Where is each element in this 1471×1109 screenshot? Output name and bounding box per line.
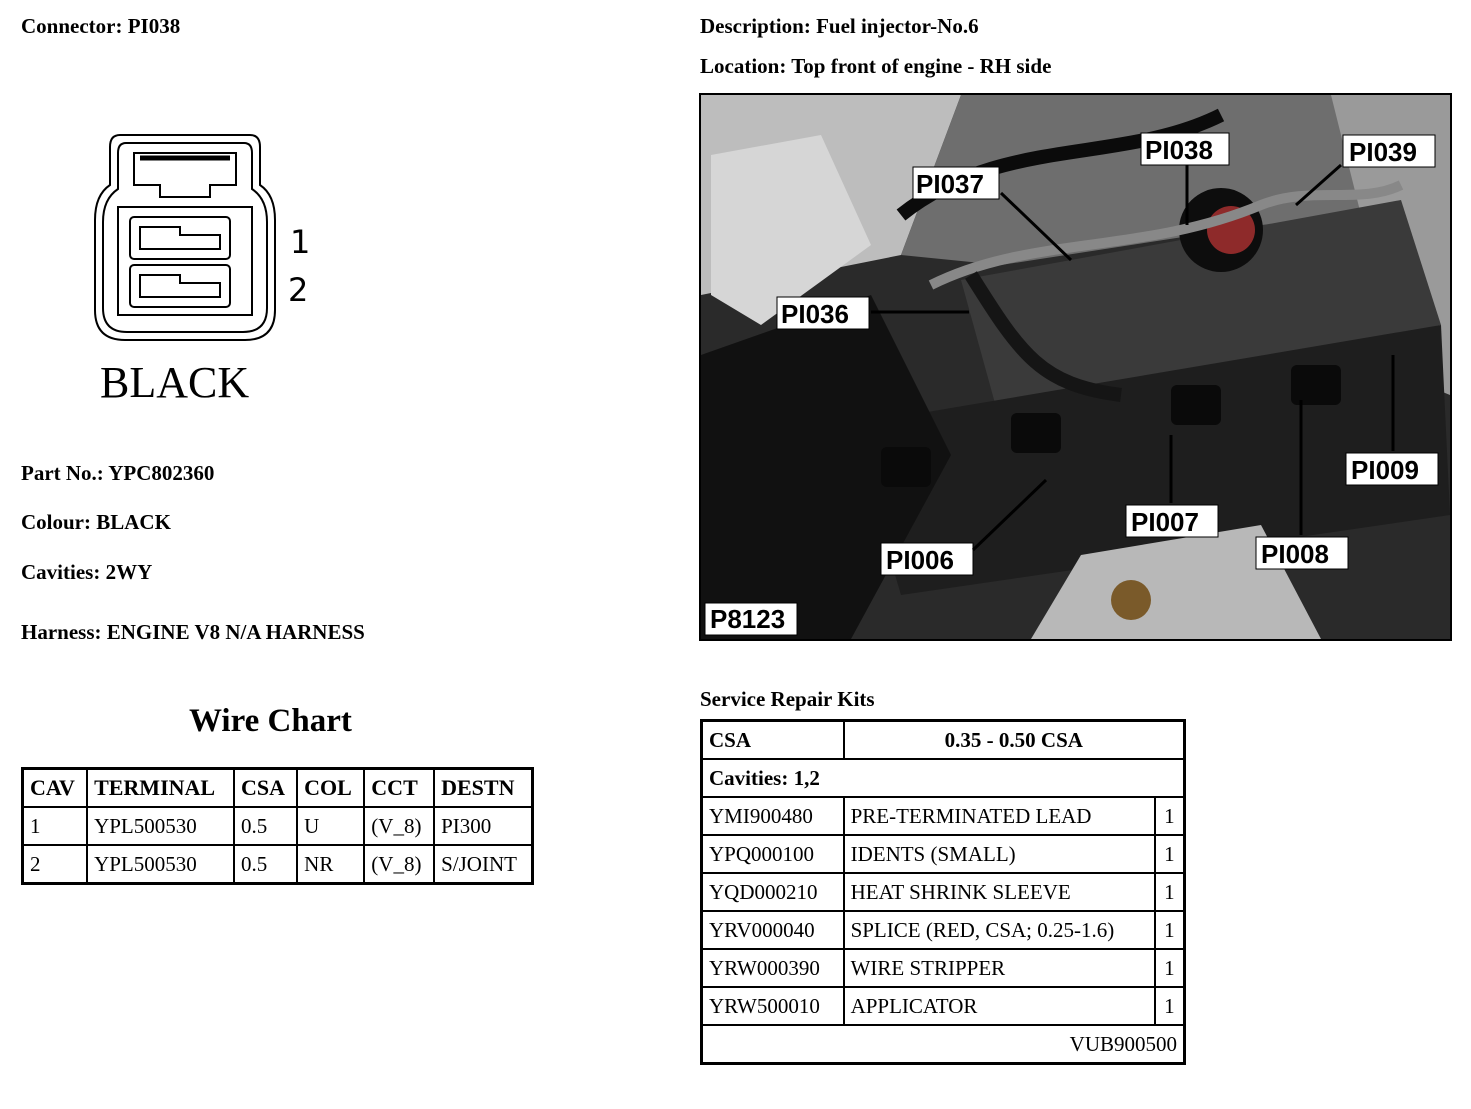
table-row: 2 YPL500530 0.5 NR (V_8) S/JOINT (21, 844, 534, 885)
kit-number: VUB900500 (700, 1024, 1186, 1065)
kit-quantity: 1 (1153, 986, 1186, 1026)
kit-description: HEAT SHRINK SLEEVE (842, 872, 1156, 912)
kit-row: YRV000040 SPLICE (RED, CSA; 0.25-1.6) 1 (700, 910, 1186, 950)
kit-part-number: YMI900480 (700, 796, 845, 836)
kit-description: SPLICE (RED, CSA; 0.25-1.6) (842, 910, 1156, 950)
callout-pi008: PI008 (1255, 400, 1349, 570)
kit-row: YQD000210 HEAT SHRINK SLEEVE 1 (700, 872, 1186, 912)
svg-text:PI039: PI039 (1349, 137, 1417, 167)
svg-text:PI009: PI009 (1351, 455, 1419, 485)
kit-number-row: VUB900500 (700, 1024, 1186, 1065)
csa-value: 0.35 - 0.50 CSA (842, 719, 1186, 760)
svg-text:PI038: PI038 (1145, 135, 1213, 165)
header-destn: DESTN (433, 767, 534, 808)
kit-quantity: 1 (1153, 910, 1186, 950)
svg-text:PI037: PI037 (916, 169, 984, 199)
colour: Colour: BLACK (21, 510, 171, 534)
connector-face-drawing: 1 2 BLACK (94, 134, 310, 407)
table-row: 1 YPL500530 0.5 U (V_8) PI300 (21, 806, 534, 846)
kit-part-number: YRW500010 (700, 986, 845, 1026)
cell-destn: S/JOINT (433, 844, 534, 885)
kit-part-number: YRV000040 (700, 910, 845, 950)
kit-description: PRE-TERMINATED LEAD (842, 796, 1156, 836)
cell-destn: PI300 (433, 806, 534, 846)
wire-chart-title: Wire Chart (189, 703, 352, 739)
kit-row: YPQ000100 IDENTS (SMALL) 1 (700, 834, 1186, 874)
table-header-row: CAV TERMINAL CSA COL CCT DESTN (21, 767, 534, 808)
connector-colour-label: BLACK (100, 358, 249, 407)
cell-cct: (V_8) (363, 806, 436, 846)
header-cav: CAV (21, 767, 89, 808)
cavities-row: Cavities: 1,2 (700, 758, 1186, 798)
kit-cavities: Cavities: 1,2 (700, 758, 1186, 798)
pin-2-label: 2 (288, 271, 308, 309)
cell-cct: (V_8) (363, 844, 436, 885)
header-terminal: TERMINAL (86, 767, 236, 808)
callout-pi009: PI009 (1345, 355, 1439, 486)
callout-pi007: PI007 (1125, 435, 1219, 538)
kit-row: YMI900480 PRE-TERMINATED LEAD 1 (700, 796, 1186, 836)
kit-part-number: YPQ000100 (700, 834, 845, 874)
svg-text:PI036: PI036 (781, 299, 849, 329)
kit-quantity: 1 (1153, 948, 1186, 988)
kit-part-number: YRW000390 (700, 948, 845, 988)
csa-row: CSA 0.35 - 0.50 CSA (700, 719, 1186, 760)
kit-quantity: 1 (1153, 872, 1186, 912)
cell-terminal: YPL500530 (86, 844, 236, 885)
engine-location-photo: PI037 PI038 PI039 PI036 PI009 PI007 (699, 93, 1452, 641)
header-csa: CSA (233, 767, 299, 808)
svg-text:PI006: PI006 (886, 545, 954, 575)
cell-csa: 0.5 (233, 806, 299, 846)
kit-quantity: 1 (1153, 834, 1186, 874)
csa-label: CSA (700, 719, 845, 760)
kit-description: WIRE STRIPPER (842, 948, 1156, 988)
callout-pi038: PI038 (1140, 132, 1230, 225)
figure-id-label: P8123 (704, 602, 798, 636)
wire-chart-table: CAV TERMINAL CSA COL CCT DESTN 1 YPL5005… (21, 767, 534, 885)
svg-text:P8123: P8123 (710, 604, 785, 634)
cavities: Cavities: 2WY (21, 560, 153, 584)
header-cct: CCT (363, 767, 436, 808)
kit-description: APPLICATOR (842, 986, 1156, 1026)
cell-col: NR (296, 844, 366, 885)
kit-row: YRW000390 WIRE STRIPPER 1 (700, 948, 1186, 988)
service-kits-table: CSA 0.35 - 0.50 CSA Cavities: 1,2 YMI900… (700, 719, 1186, 1065)
svg-text:PI008: PI008 (1261, 539, 1329, 569)
kit-part-number: YQD000210 (700, 872, 845, 912)
connector-label: Connector: PI038 (21, 14, 181, 38)
pin-1-label: 1 (290, 223, 310, 261)
callout-pi039: PI039 (1295, 134, 1436, 207)
kit-quantity: 1 (1153, 796, 1186, 836)
callout-pi006: PI006 (880, 478, 1048, 576)
harness: Harness: ENGINE V8 N/A HARNESS (21, 620, 365, 644)
header-col: COL (296, 767, 366, 808)
service-kits-title: Service Repair Kits (700, 687, 875, 711)
kit-description: IDENTS (SMALL) (842, 834, 1156, 874)
callout-pi036: PI036 (776, 296, 969, 330)
part-number: Part No.: YPC802360 (21, 461, 215, 485)
description-label: Description: Fuel injector-No.6 (700, 14, 979, 38)
cell-csa: 0.5 (233, 844, 299, 885)
cell-cav: 1 (21, 806, 89, 846)
callout-pi037: PI037 (912, 166, 1073, 262)
cell-col: U (296, 806, 366, 846)
cell-terminal: YPL500530 (86, 806, 236, 846)
location-label: Location: Top front of engine - RH side (700, 54, 1052, 78)
kit-row: YRW500010 APPLICATOR 1 (700, 986, 1186, 1026)
cell-cav: 2 (21, 844, 89, 885)
svg-text:PI007: PI007 (1131, 507, 1199, 537)
